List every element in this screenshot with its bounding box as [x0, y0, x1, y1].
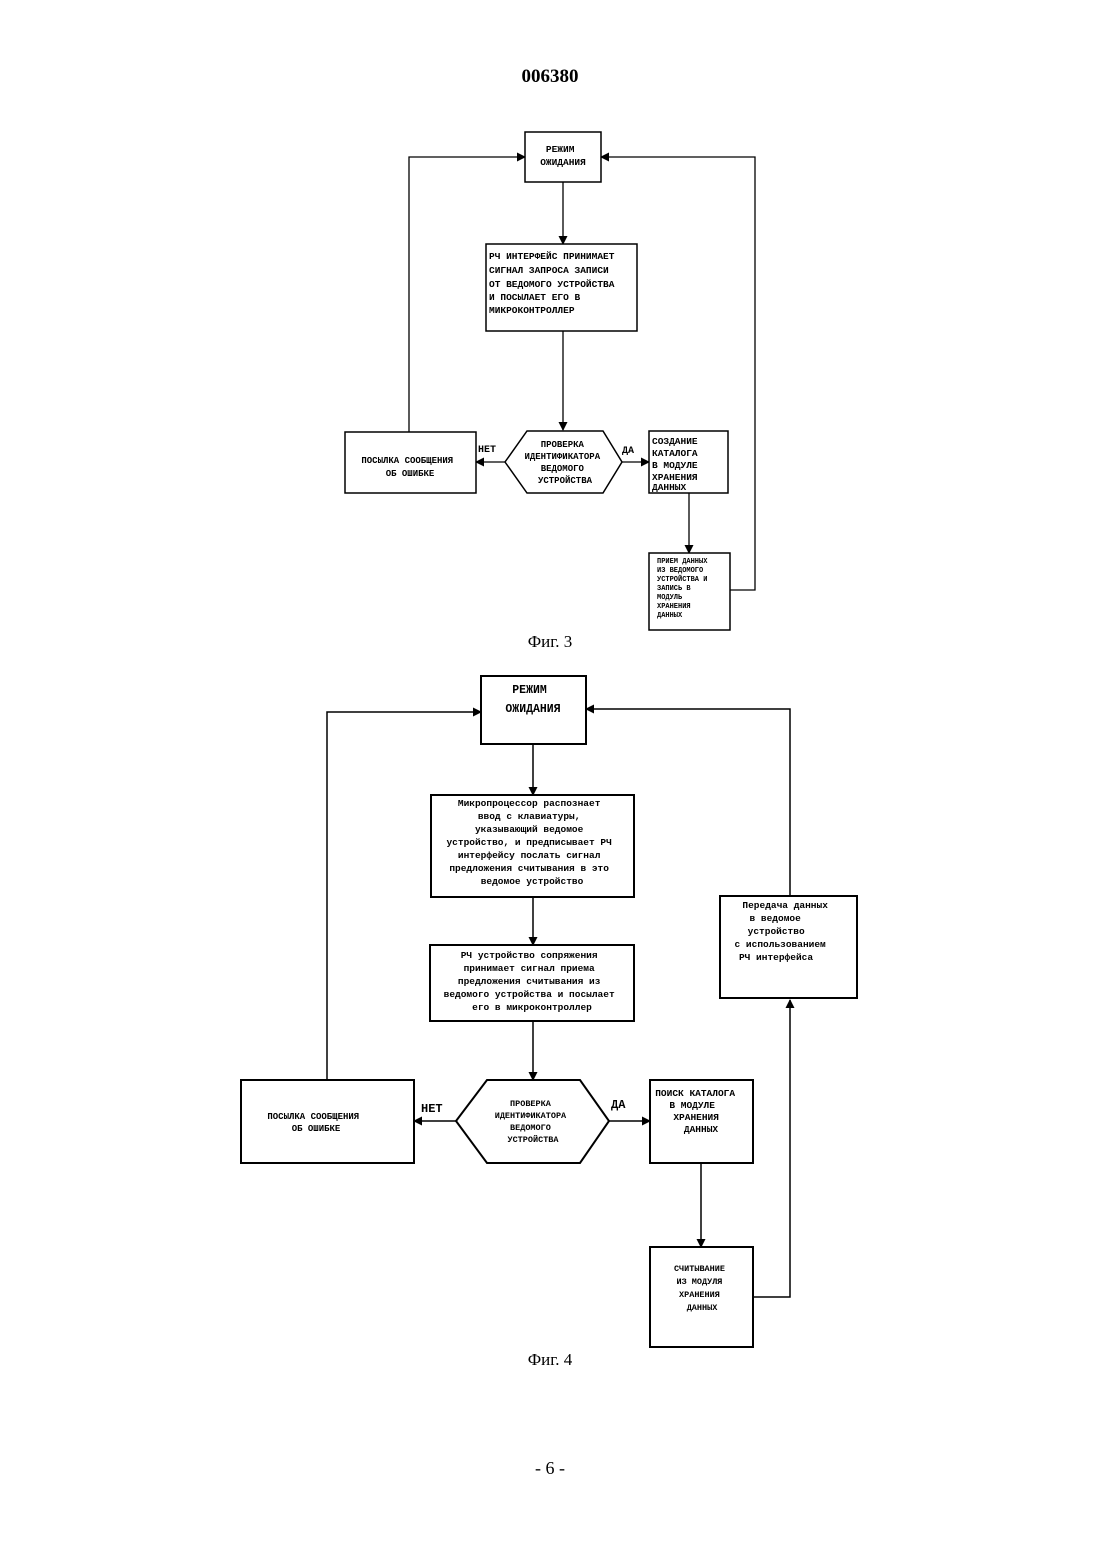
- fig3-standby-line: ОЖИДАНИЯ: [540, 157, 586, 168]
- fig3-receive-data-line: ПРИЕМ ДАННЫХ: [657, 558, 708, 566]
- fig4-mp-recognize-line: устройство, и предписывает РЧ: [446, 837, 612, 848]
- fig3-error-line: ПОСЫЛКА СООБЩЕНИЯ: [361, 456, 453, 466]
- fig4-check-id-line: УСТРОЙСТВА: [507, 1134, 559, 1145]
- fig3-rf-receive-line: РЧ ИНТЕРФЕЙС ПРИНИМАЕТ: [489, 251, 615, 262]
- fig3-receive-data-line: МОДУЛЬ: [657, 594, 683, 602]
- fig3-no-label: НЕТ: [478, 445, 496, 456]
- fig4-rf-receive-line: предложения считывания из: [458, 976, 601, 987]
- fig4-search-catalog-line: ПОИСК КАТАЛОГА: [655, 1088, 735, 1099]
- fig4-transfer-data-line: устройство: [748, 926, 805, 937]
- fig4-check-id-line: ВЕДОМОГО: [510, 1123, 551, 1133]
- fig4-search-catalog-line: ХРАНЕНИЯ: [673, 1112, 719, 1123]
- fig4-check-id-line: ИДЕНТИФИКАТОРА: [495, 1111, 567, 1121]
- fig3-receive-data-line: ЗАПИСЬ В: [657, 585, 691, 593]
- fig4-search-catalog-line: В МОДУЛЕ: [669, 1100, 715, 1111]
- fig3-receive-data-line: УСТРОЙСТВА И: [657, 575, 707, 584]
- fig3-create-catalog-line: СОЗДАНИЕ: [652, 436, 698, 447]
- fig4-read-module-line: ИЗ МОДУЛЯ: [676, 1277, 722, 1287]
- fig3-receive-data-line: ИЗ ВЕДОМОГО: [657, 567, 703, 575]
- fig4-standby-line: ОЖИДАНИЯ: [505, 703, 560, 716]
- fig4-transfer-data-line: с использованием: [735, 939, 827, 950]
- fig4-error-line: ПОСЫЛКА СООБЩЕНИЯ: [267, 1112, 359, 1122]
- fig3-create-catalog-line: КАТАЛОГА: [652, 448, 698, 459]
- fig4-standby-line: РЕЖИМ: [512, 684, 547, 697]
- fig4-error-line: ОБ ОШИБКЕ: [292, 1124, 341, 1134]
- fig4-rf-receive-line: ведомого устройства и посылает: [444, 989, 615, 1000]
- fig4-transfer-data-line: в ведомое: [749, 913, 801, 924]
- fig3-rf-receive-line: СИГНАЛ ЗАПРОСА ЗАПИСИ: [489, 265, 609, 276]
- fig3-rf-receive-line: И ПОСЫЛАЕТ ЕГО В: [489, 292, 581, 303]
- page-number: - 6 -: [0, 1458, 1100, 1479]
- fig3-error-line: ОБ ОШИБКЕ: [386, 469, 435, 479]
- fig4-transfer-data-line: РЧ интерфейса: [739, 952, 813, 963]
- fig4-arrow-read-to-transfer: [753, 1000, 790, 1297]
- fig3-rf-receive-line: МИКРОКОНТРОЛЛЕР: [489, 305, 575, 316]
- fig4-read-module-line: СЧИТЫВАНИЕ: [674, 1264, 725, 1274]
- fig3-diagram: [409, 157, 755, 590]
- fig3-arrow-receive-to-standby: [601, 157, 755, 590]
- fig3-standby-line: РЕЖИМ: [546, 144, 575, 155]
- fig4-caption: Фиг. 4: [0, 1350, 1100, 1370]
- fig4-mp-recognize-line: Микропроцессор распознает: [458, 798, 601, 809]
- fig3-yes-label: ДА: [622, 446, 634, 457]
- fig3-caption: Фиг. 3: [0, 632, 1100, 652]
- fig4-mp-recognize-line: указывающий ведомое: [475, 824, 584, 835]
- fig4-read-module-line: ДАННЫХ: [687, 1303, 719, 1313]
- fig3-check-id-line: ИДЕНТИФИКАТОРА: [524, 452, 600, 462]
- fig3-receive-data-line: ДАННЫХ: [657, 612, 683, 620]
- fig4-rf-receive-line: РЧ устройство сопряжения: [461, 950, 598, 961]
- fig4-mp-recognize-line: ввод с клавиатуры,: [478, 811, 581, 822]
- fig4-mp-recognize-line: ведомое устройство: [481, 876, 584, 887]
- fig4-no-label: НЕТ: [421, 1102, 443, 1116]
- fig4-mp-recognize-line: предложения считывания в это: [449, 863, 609, 874]
- fig3-rf-receive-line: ОТ ВЕДОМОГО УСТРОЙСТВА: [489, 279, 615, 290]
- fig3-create-catalog-line: В МОДУЛЕ: [652, 460, 698, 471]
- fig3-create-catalog-line: ДАННЫХ: [652, 482, 687, 493]
- fig4-search-catalog-line: ДАННЫХ: [684, 1124, 719, 1135]
- fig3-receive-data-line: ХРАНЕНИЯ: [657, 603, 691, 611]
- fig3-check-id-line: ПРОВЕРКА: [541, 440, 585, 450]
- fig4-read-module-line: ХРАНЕНИЯ: [679, 1290, 720, 1300]
- fig4-check-id-line: ПРОВЕРКА: [510, 1099, 552, 1109]
- fig4-mp-recognize-line: интерфейсу послать сигнал: [458, 850, 601, 861]
- fig4-rf-receive-line: его в микроконтроллер: [472, 1002, 592, 1013]
- fig4-rf-receive-line: принимает сигнал приема: [464, 963, 595, 974]
- fig4-check-id-diamond: [456, 1080, 609, 1163]
- fig4-transfer-data-line: Передача данных: [742, 900, 828, 911]
- fig4-yes-label: ДА: [611, 1098, 626, 1112]
- fig3-check-id-line: ВЕДОМОГО: [541, 464, 585, 474]
- fig3-check-id-line: УСТРОЙСТВА: [538, 475, 593, 486]
